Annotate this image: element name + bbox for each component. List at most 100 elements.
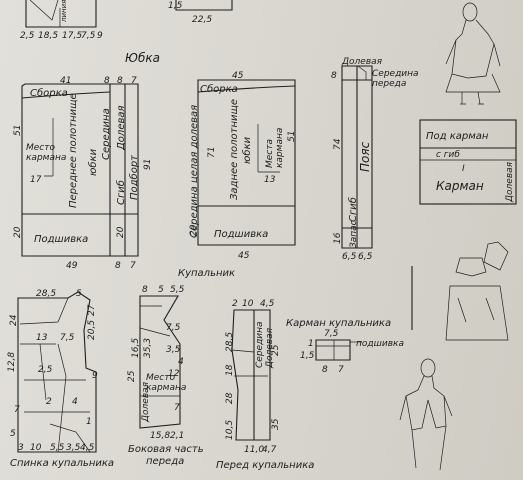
belt-seredina: Середина xyxy=(372,69,419,79)
sw-side-2-1: 2,1 xyxy=(170,431,184,441)
front-podshivka: Подшивка xyxy=(34,234,88,245)
sw-side-8: 8 xyxy=(142,285,148,295)
swimsuit-title: Купальник xyxy=(178,268,235,279)
front-top-8b: 8 xyxy=(117,76,123,86)
sw-back-10: 10 xyxy=(30,443,42,453)
back-13: 13 xyxy=(264,175,276,185)
belt-bottom-2: 6,5 xyxy=(358,252,373,262)
skirt-back-panel: 45 Сборка Заднее полотнище юбки Середина… xyxy=(189,71,297,261)
dress-back-illustration xyxy=(411,241,509,341)
swimsuit-back-label: Спинка купальника xyxy=(10,458,114,469)
sw-back-12-8: 12,8 xyxy=(7,352,17,372)
sw-front-35: 35 xyxy=(271,418,281,430)
front-bottom-7: 7 xyxy=(130,261,136,271)
sw-side-5: 5 xyxy=(158,285,164,295)
sw-front-4-5: 4,5 xyxy=(260,299,275,309)
front-sborka: Сборка xyxy=(30,87,68,99)
swimsuit-side-label-2: переда xyxy=(146,456,184,467)
sw-side-dolevaya: Долевая xyxy=(141,381,151,423)
sw-front-28-5: 28,5 xyxy=(225,332,235,352)
front-podbort: Подборт xyxy=(128,154,140,200)
sw-pocket-7-5: 7,5 xyxy=(324,329,339,339)
belt-top-8: 8 xyxy=(331,71,337,81)
back-top-45: 45 xyxy=(232,71,244,81)
back-panel-label-2: юбки xyxy=(241,136,253,164)
pocket-pattern: Под карман с гиб I Карман Долевая xyxy=(419,119,517,205)
swimsuit-back-pattern: 28,5 5 24 27 20,5 13 7,5 12,8 2,5 9 7 2 … xyxy=(7,289,114,469)
front-top-7: 7 xyxy=(131,76,137,86)
sw-back-2: 2 xyxy=(46,397,52,407)
sw-front-4-7: 4,7 xyxy=(262,445,277,455)
front-sgib: Сгиб xyxy=(115,180,127,205)
sw-back-3-5: 3,5 xyxy=(66,443,81,453)
swimsuit-figure-illustration xyxy=(399,358,453,471)
sw-back-1: 1 xyxy=(86,417,92,427)
pocket-pod-karman: Под карман xyxy=(426,131,489,142)
top-num-1: 2,5 xyxy=(20,31,35,41)
back-sborka: Сборка xyxy=(200,83,238,95)
skirt-title: Юбка xyxy=(125,51,160,65)
sw-front-2: 2 xyxy=(232,299,238,309)
sw-pocket-7: 7 xyxy=(338,365,344,375)
sw-back-3: 3 xyxy=(18,443,24,453)
sw-side-7-5: 7,5 xyxy=(166,323,181,333)
sw-side-5-5: 5,5 xyxy=(170,285,185,295)
back-karmana: кармана xyxy=(275,128,285,168)
back-left-20: 20 xyxy=(189,224,199,236)
front-51: 51 xyxy=(13,125,23,136)
front-dolevaya: Долевая xyxy=(116,105,127,151)
sw-back-7-5: 7,5 xyxy=(60,333,75,343)
top-num-7: 1,5 xyxy=(168,1,183,11)
sw-pocket-1: 1 xyxy=(308,339,314,349)
sw-front-25: 25 xyxy=(271,344,281,356)
sw-pocket-1-5: 1,5 xyxy=(300,351,315,361)
swimsuit-side-front-pattern: 8 5 5,5 7,5 3,5 16,5 35,3 25 12 4 7 Мест… xyxy=(127,285,204,467)
sw-side-15-8: 15,8 xyxy=(150,431,170,441)
sw-pocket-podshivka: подшивка xyxy=(356,339,404,349)
front-left-20: 20 xyxy=(13,226,23,238)
front-mesto: Место xyxy=(26,143,55,153)
sw-back-2-5: 2,5 xyxy=(38,365,53,375)
sw-front-11-0: 11,0 xyxy=(244,445,264,455)
sw-back-9: 9 xyxy=(92,371,98,381)
top-num-5: 9 xyxy=(97,31,103,41)
back-bottom-45: 45 xyxy=(238,251,250,261)
top-fragment: линия полки 2,5 18,5 17,5 7,5 9 22,5 1,5 xyxy=(20,0,233,41)
sw-back-5-bottom: 5 xyxy=(10,429,16,439)
pocket-roman: I xyxy=(462,164,465,174)
front-panel-label: Переднее полотнище xyxy=(68,93,79,208)
front-mid-20: 20 xyxy=(116,226,126,238)
sw-back-5: 5 xyxy=(76,289,82,299)
belt-zapas: Запас xyxy=(349,220,359,248)
sw-side-3-5: 3,5 xyxy=(166,345,181,355)
back-podshivka: Подшивка xyxy=(214,229,268,240)
sw-back-27: 27 xyxy=(87,304,97,316)
swimsuit-front-pattern: 2 10 4,5 28,5 18 25 28 10,5 35 Середина … xyxy=(216,299,314,471)
front-bottom-49: 49 xyxy=(66,261,78,271)
sw-pocket-title: Карман купальника xyxy=(286,318,391,329)
belt-dolevaya: Долевая xyxy=(341,57,383,67)
front-panel-label-2: юбки xyxy=(87,148,99,176)
back-51: 51 xyxy=(287,131,297,142)
back-71: 71 xyxy=(207,147,217,158)
front-17: 17 xyxy=(30,175,42,185)
sw-side-12: 12 xyxy=(168,369,180,379)
sw-back-20-5: 20,5 xyxy=(87,320,97,340)
swimsuit-pocket-pattern: Карман купальника 7,5 1 1,5 8 7 подшивка xyxy=(286,318,404,375)
sw-back-7: 7 xyxy=(14,405,20,415)
front-top-8: 8 xyxy=(104,76,110,86)
sw-back-5-5: 5,5 xyxy=(50,443,65,453)
sw-front-dolevaya: Долевая xyxy=(265,327,275,369)
sw-front-18: 18 xyxy=(225,364,235,376)
belt-bottom-1: 6,5 xyxy=(342,252,357,262)
dress-figure-illustration xyxy=(445,2,501,105)
swimsuit-side-label-1: Боковая часть xyxy=(128,444,204,455)
back-seredina: Середина целая долевая xyxy=(189,105,200,238)
sw-side-25: 25 xyxy=(127,370,137,382)
sw-front-10: 10 xyxy=(242,299,254,309)
sw-side-4: 4 xyxy=(178,357,184,367)
top-num-3: 17,5 xyxy=(62,31,82,41)
front-seredina: Середина xyxy=(101,108,112,160)
